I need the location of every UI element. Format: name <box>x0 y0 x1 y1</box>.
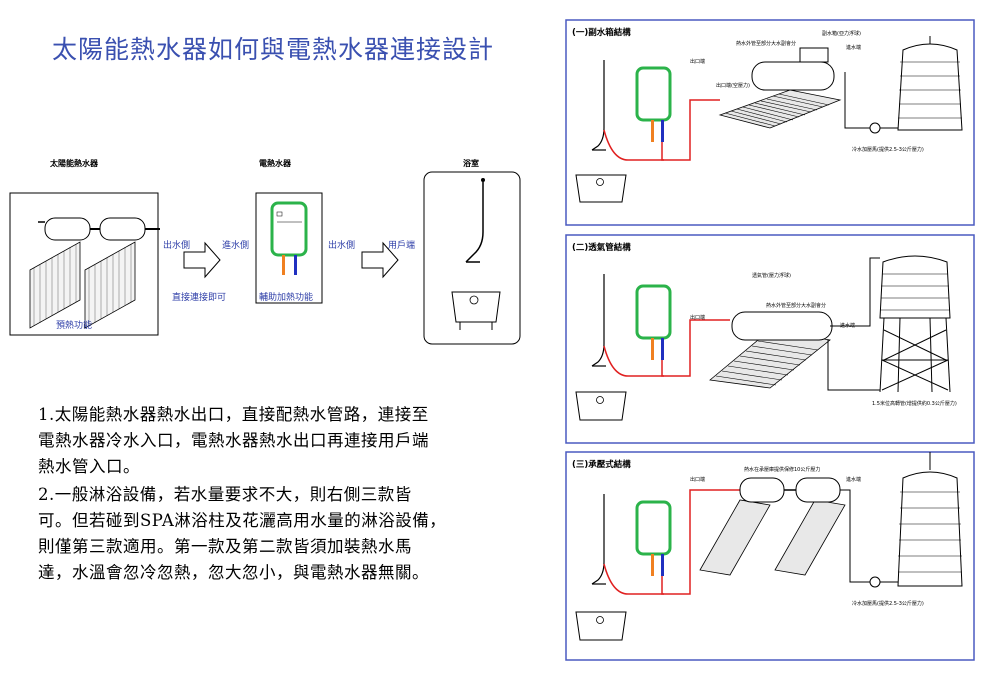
preheat-label: 預熱功能 <box>56 321 93 331</box>
panel-3-annotation: 冷水加壓馬(提供2.5-3公斤壓力) <box>852 601 924 607</box>
solar-heater-unit <box>9 192 160 336</box>
panel-2-annotation: 出口端 <box>690 315 706 321</box>
panel-2-frame <box>565 234 975 444</box>
panel-3-title: (三)承壓式結構 <box>572 460 631 470</box>
panel-3-annotation: 進水端 <box>846 477 862 483</box>
direct-connect-label: 直接連接即可 <box>172 293 227 303</box>
description-line: 2.一般淋浴設備，若水量要求不大，則右側三款皆 <box>38 485 412 504</box>
page-title: 太陽能熱水器如何與電熱水器連接設計 <box>52 35 495 64</box>
panel-2-drawing <box>575 255 951 421</box>
panel-1-title: (一)副水箱結構 <box>572 28 631 38</box>
panel-1-drawing <box>575 36 963 203</box>
panel-1-annotation: 冷水加壓馬(提供2.5-3公斤壓力) <box>852 147 924 153</box>
outlet-side-label-2: 出水側 <box>328 241 356 251</box>
panel-1-frame <box>565 19 975 226</box>
description-line: 電熱水器冷水入口，電熱水器熱水出口再連接用戶端 <box>38 431 429 450</box>
aux-heating-label: 輔助加熱功能 <box>259 293 314 303</box>
bathroom-unit <box>423 171 521 345</box>
outlet-side-label: 出水側 <box>163 241 191 251</box>
description-line: 可。但若碰到SPA淋浴柱及花灑高用水量的淋浴設備， <box>38 511 447 530</box>
solar-heater-label: 太陽能熱水器 <box>50 159 98 168</box>
description-line: 1.太陽能熱水器熱水出口，直接配熱水管路，連接至 <box>38 405 429 424</box>
inlet-side-label: 進水側 <box>222 241 250 251</box>
flow-arrow-2 <box>361 241 399 279</box>
panel-2-annotation: 透氣管(壓力浮球) <box>752 273 791 279</box>
electric-heater-unit <box>255 192 323 304</box>
panel-3-annotation: 出口端 <box>690 477 706 483</box>
panel-3-drawing <box>575 452 963 641</box>
panel-1-annotation: 出口端 <box>690 59 706 65</box>
electric-heater-label: 電熱水器 <box>259 159 291 168</box>
panel-2-annotation: 1.5米位高轉管(增提供約0.3公斤壓力) <box>872 401 957 407</box>
panel-1-annotation: 進水端 <box>846 45 862 51</box>
panel-1-annotation: 出口端(空壓力) <box>716 83 750 89</box>
panel-2-annotation: 熱水外管至部分大水副會分 <box>766 303 827 309</box>
panel-2-title: (二)透氣管結構 <box>572 243 631 253</box>
panel-2-annotation: 進水端 <box>840 323 856 329</box>
user-end-label: 用戶端 <box>388 241 416 251</box>
panel-3-frame <box>565 451 975 661</box>
description-line: 達，水溫會忽冷忽熱，忽大忽小，與電熱水器無關。 <box>38 563 429 582</box>
panel-1-annotation: 熱水外管至部分大水副會分 <box>736 41 797 47</box>
panel-3-annotation: 熱水在承壓庫提供保修10公斤壓力 <box>744 467 821 473</box>
flow-arrow-1 <box>183 241 221 279</box>
bathroom-label: 浴室 <box>463 159 479 168</box>
description-line: 則僅第三款適用。第一款及第二款皆須加裝熱水馬 <box>38 537 412 556</box>
description-line: 熱水管入口。 <box>38 457 140 476</box>
panel-1-annotation: 副水箱(亞力浮球) <box>822 31 861 37</box>
